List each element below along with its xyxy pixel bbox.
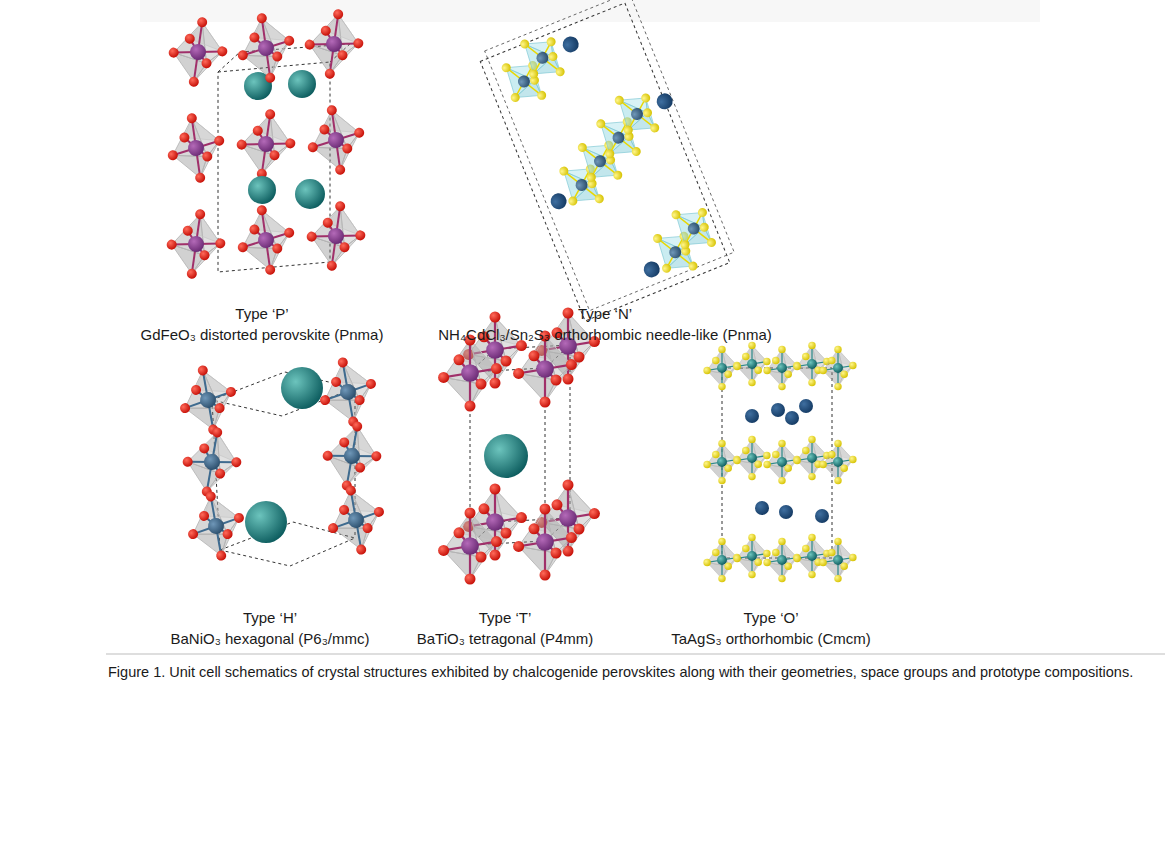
type-label: Type ‘N’	[578, 303, 632, 324]
figure-caption: Figure 1. Unit cell schematics of crysta…	[108, 662, 1158, 682]
perovskite-structure	[162, 5, 369, 282]
structure-description: TaAgS₃ orthorhombic (Cmcm)	[671, 628, 871, 649]
hexagonal-structure	[173, 352, 390, 566]
needle-structure	[472, 0, 746, 332]
type-label: Type ‘P’	[235, 303, 288, 324]
caption-rule	[106, 654, 1165, 655]
orthorhombic-structure	[703, 342, 856, 583]
type-label: Type ‘T’	[479, 607, 532, 628]
tetragonal-structure	[438, 308, 600, 585]
structure-description: GdFeO₃ distorted perovskite (Pnma)	[141, 324, 384, 345]
type-label: Type ‘O’	[743, 607, 798, 628]
structure-description: NH₄CdCl₃/Sn₂S₃ orthorhombic needle-like …	[438, 324, 771, 345]
type-label: Type ‘H’	[243, 607, 297, 628]
structure-description: BaTiO₃ tetragonal (P4mm)	[417, 628, 593, 649]
structure-description: BaNiO₃ hexagonal (P6₃/mmc)	[171, 628, 370, 649]
